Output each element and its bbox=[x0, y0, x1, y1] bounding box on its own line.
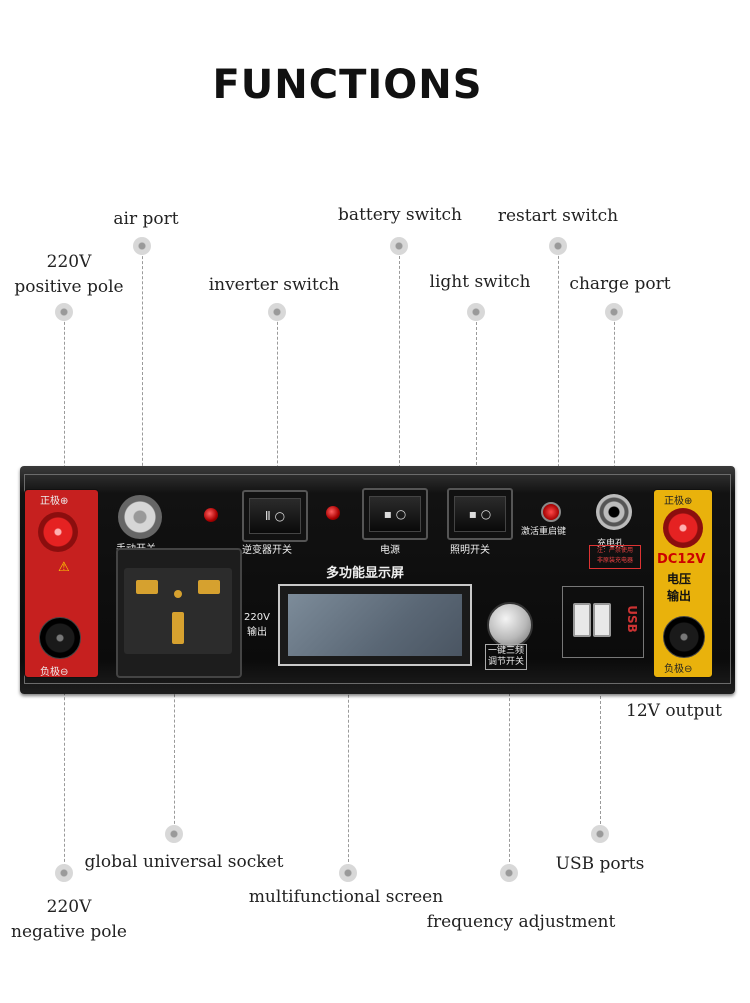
voltage-output-label: 电压 输出 bbox=[667, 572, 692, 603]
leader-line bbox=[476, 312, 477, 500]
label-positive-pole: 220V positive pole bbox=[14, 252, 124, 297]
callout-dot bbox=[268, 303, 286, 321]
inverter-switch[interactable]: Ⅱ ○ bbox=[242, 490, 308, 542]
leader-line bbox=[614, 312, 615, 498]
knob-label: 一键三频 调节开关 bbox=[485, 644, 528, 670]
socket-slot bbox=[198, 580, 220, 594]
warning-note: 注：严禁使用 非原装充电器 bbox=[589, 545, 641, 569]
light-switch-label: 照明开关 bbox=[450, 545, 490, 556]
charge-port[interactable] bbox=[596, 494, 632, 530]
label-light-switch: light switch bbox=[429, 272, 531, 292]
callout-dot bbox=[390, 237, 408, 255]
callout-dot bbox=[55, 303, 73, 321]
socket-slot bbox=[136, 580, 158, 594]
global-universal-socket[interactable] bbox=[116, 548, 242, 678]
leader-line bbox=[174, 674, 175, 834]
leader-line bbox=[558, 246, 559, 502]
output-220v-label: 220V 输出 bbox=[244, 612, 270, 638]
callout-dot bbox=[165, 825, 183, 843]
air-port[interactable] bbox=[118, 495, 162, 539]
socket-slot bbox=[172, 612, 184, 644]
display-title-label: 多功能显示屏 bbox=[326, 566, 405, 581]
label-battery-switch: battery switch bbox=[338, 205, 462, 225]
charge-hole-label: 充电孔 bbox=[597, 539, 625, 549]
usb-port[interactable] bbox=[573, 603, 591, 637]
negative-terminal-12v[interactable] bbox=[663, 616, 705, 658]
label-12v-output: 12V output bbox=[626, 701, 722, 721]
restart-label: 激活重启键 bbox=[521, 527, 567, 537]
lcd-display bbox=[288, 594, 462, 656]
callout-dot bbox=[467, 303, 485, 321]
callout-dot bbox=[500, 864, 518, 882]
dc12v-label: DC12V bbox=[657, 552, 706, 567]
frequency-adjustment-knob[interactable] bbox=[487, 602, 533, 648]
multifunctional-screen bbox=[278, 584, 472, 666]
leader-line bbox=[509, 668, 510, 872]
label-charge-port: charge port bbox=[569, 274, 671, 294]
callout-dot bbox=[339, 864, 357, 882]
inverter-switch-rocker: Ⅱ ○ bbox=[249, 498, 301, 534]
leader-line bbox=[277, 312, 278, 498]
callout-dot bbox=[133, 237, 151, 255]
negative-label-right: 负极⊖ bbox=[664, 664, 693, 675]
restart-button[interactable] bbox=[541, 502, 561, 522]
label-usb-ports: USB ports bbox=[555, 854, 645, 874]
positive-terminal-220v[interactable] bbox=[38, 512, 78, 552]
label-restart-switch: restart switch bbox=[497, 206, 619, 226]
leader-line bbox=[64, 312, 65, 508]
indicator-led bbox=[326, 506, 340, 520]
positive-terminal-12v[interactable] bbox=[663, 508, 703, 548]
leader-line bbox=[64, 672, 65, 872]
usb-label: USB bbox=[624, 605, 639, 633]
callout-dot bbox=[549, 237, 567, 255]
callout-dot bbox=[591, 825, 609, 843]
callout-dot bbox=[55, 864, 73, 882]
light-switch-rocker: ▪ ○ bbox=[454, 496, 506, 532]
usb-ports bbox=[562, 586, 644, 658]
label-negative-pole: 220V negative pole bbox=[11, 897, 127, 942]
socket-face bbox=[124, 568, 232, 654]
battery-switch[interactable]: ▪ ○ bbox=[362, 488, 428, 540]
indicator-led bbox=[204, 508, 218, 522]
leader-line bbox=[399, 246, 400, 498]
negative-terminal-220v[interactable] bbox=[39, 617, 81, 659]
positive-label-left: 正极⊕ bbox=[40, 496, 69, 507]
label-inverter-switch: inverter switch bbox=[208, 275, 340, 295]
positive-label-right: 正极⊕ bbox=[664, 496, 693, 507]
inverter-switch-label: 逆变器开关 bbox=[242, 545, 292, 556]
label-multifunctional-screen: multifunctional screen bbox=[248, 887, 444, 907]
leader-line bbox=[600, 656, 601, 834]
label-global-socket: global universal socket bbox=[84, 852, 284, 872]
negative-label-left: 负极⊖ bbox=[40, 667, 69, 678]
warning-icon: ⚠ bbox=[58, 560, 70, 575]
label-air-port: air port bbox=[113, 209, 179, 229]
battery-switch-rocker: ▪ ○ bbox=[369, 496, 421, 532]
light-switch[interactable]: ▪ ○ bbox=[447, 488, 513, 540]
power-label: 电源 bbox=[380, 545, 400, 556]
leader-line bbox=[142, 246, 143, 496]
callout-dot bbox=[605, 303, 623, 321]
usb-port[interactable] bbox=[593, 603, 611, 637]
socket-slot bbox=[174, 590, 182, 598]
page-title: FUNCTIONS bbox=[212, 62, 483, 108]
leader-line bbox=[348, 660, 349, 872]
label-frequency-adjustment: frequency adjustment bbox=[426, 912, 616, 932]
